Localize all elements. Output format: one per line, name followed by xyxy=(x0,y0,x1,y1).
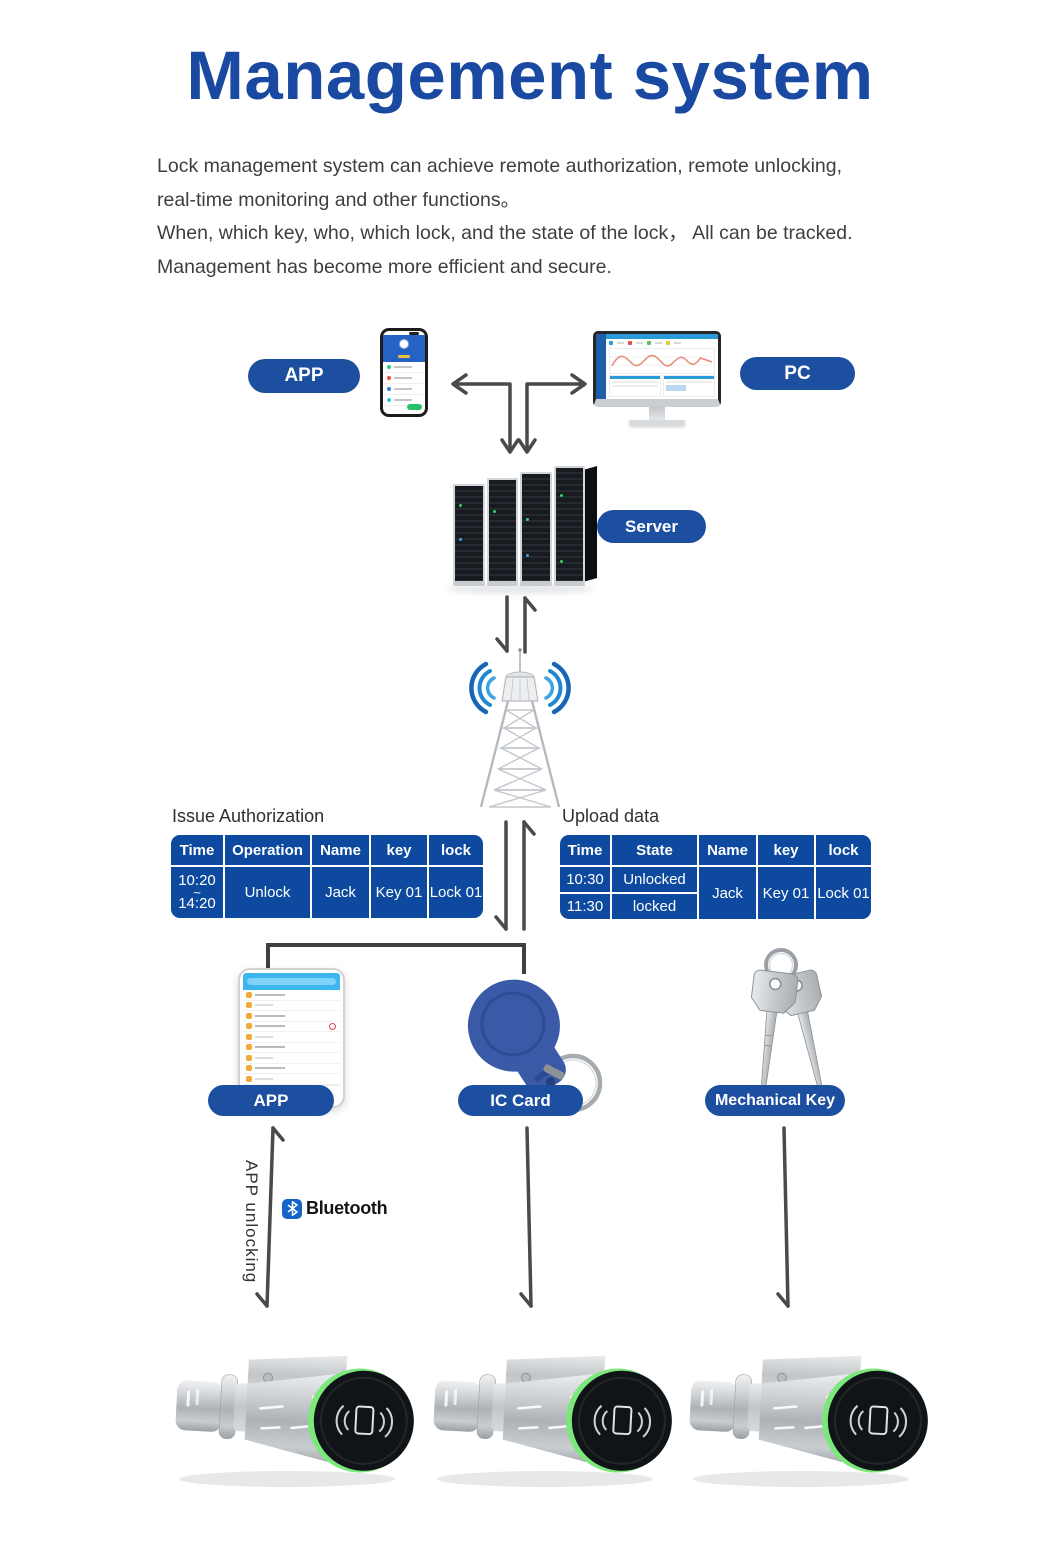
col-header-state: State xyxy=(612,835,697,865)
signal-tower-illustration xyxy=(469,648,571,808)
upload-data-heading: Upload data xyxy=(562,806,660,826)
intro-line: real-time monitoring and other functions… xyxy=(157,188,521,211)
intro-line: When, which key, who, which lock, and th… xyxy=(157,222,853,244)
ic-card-pill-label: IC Card xyxy=(490,1090,551,1110)
col-header-name: Name xyxy=(312,835,369,865)
cell-time-range: 10:20 ~ 14:20 xyxy=(171,867,223,918)
phone-illustration xyxy=(380,328,428,417)
issue-authorization-table: Time Operation Name key lock 10:20 ~ 14:… xyxy=(171,835,483,918)
bluetooth-annotation: Bluetooth xyxy=(282,1198,388,1219)
intro-line: Lock management system can achieve remot… xyxy=(157,155,843,177)
ic-card-pill: IC Card xyxy=(458,1085,583,1116)
cell-name: Jack xyxy=(699,867,756,919)
cell-state: locked xyxy=(612,894,697,919)
lock-cylinder-illustration xyxy=(689,1355,928,1487)
phone-list-row xyxy=(383,384,425,395)
server-pill-label: Server xyxy=(625,516,678,536)
phone-green-button xyxy=(407,404,422,410)
bluetooth-label: Bluetooth xyxy=(306,1198,388,1218)
cell-key: Key 01 xyxy=(371,867,427,918)
cell-lock: Lock 01 xyxy=(816,867,871,919)
lock-cylinder-illustration xyxy=(433,1355,672,1487)
monitor-screen xyxy=(593,331,721,407)
col-header-name: Name xyxy=(699,835,756,865)
app-search-header xyxy=(243,973,340,990)
time-to: 14:20 xyxy=(178,895,216,912)
col-header-time: Time xyxy=(171,835,223,865)
phone-list-row xyxy=(383,395,425,406)
app-pill-top: APP xyxy=(248,359,360,393)
cell-state: Unlocked xyxy=(612,867,697,892)
server-illustration xyxy=(453,465,597,586)
pc-monitor-illustration xyxy=(593,331,721,425)
col-header-time: Time xyxy=(560,835,610,865)
dashboard-line-chart xyxy=(609,348,715,374)
col-header-key: key xyxy=(371,835,427,865)
col-header-key: key xyxy=(758,835,814,865)
app-unlocking-label: APP unlocking xyxy=(242,1160,261,1284)
app-pill-top-label: APP xyxy=(284,365,324,386)
page-title: Management system xyxy=(186,37,874,114)
monitor-stand xyxy=(649,407,665,420)
monitor-base xyxy=(629,420,685,425)
mechanical-key-pill: Mechanical Key xyxy=(705,1085,845,1116)
pc-pill: PC xyxy=(740,357,855,390)
issue-authorization-heading: Issue Authorization xyxy=(172,806,325,826)
phone-notch xyxy=(383,331,425,335)
card-reader-icon xyxy=(849,1404,908,1438)
card-reader-icon xyxy=(593,1404,652,1438)
time-from: 10:20 xyxy=(178,872,216,889)
cell-operation: Unlock xyxy=(225,867,310,918)
cell-time: 10:30 xyxy=(560,867,610,892)
cell-name: Jack xyxy=(312,867,369,918)
intro-text: Lock management system can achieve remot… xyxy=(157,150,977,284)
lock-cylinder-illustration xyxy=(175,1355,414,1487)
intro-line: Management has become more efficient and… xyxy=(157,255,612,278)
phone-list-row xyxy=(383,362,425,373)
col-header-lock: lock xyxy=(429,835,483,865)
phone-app-header xyxy=(383,335,425,362)
app-pill-bottom-label: APP xyxy=(253,1090,289,1110)
app-phone-illustration xyxy=(238,968,345,1108)
phone-list-row xyxy=(383,373,425,384)
cell-time: 11:30 xyxy=(560,894,610,919)
cell-lock: Lock 01 xyxy=(429,867,483,918)
col-header-operation: Operation xyxy=(225,835,310,865)
upload-data-table: Time State Name key lock 10:30 Unlocked … xyxy=(560,835,871,919)
mechanical-key-pill-label: Mechanical Key xyxy=(714,1091,836,1109)
pc-pill-label: PC xyxy=(784,362,811,384)
signal-waves-icon xyxy=(469,661,571,715)
cell-key: Key 01 xyxy=(758,867,814,919)
app-pill-bottom: APP xyxy=(208,1085,334,1116)
col-header-lock: lock xyxy=(816,835,871,865)
bluetooth-icon xyxy=(282,1198,302,1219)
server-shadow xyxy=(445,584,595,594)
alert-badge xyxy=(329,1022,336,1030)
server-pill: Server xyxy=(597,510,706,543)
time-tilde: ~ xyxy=(193,885,201,900)
card-reader-icon xyxy=(335,1404,394,1438)
